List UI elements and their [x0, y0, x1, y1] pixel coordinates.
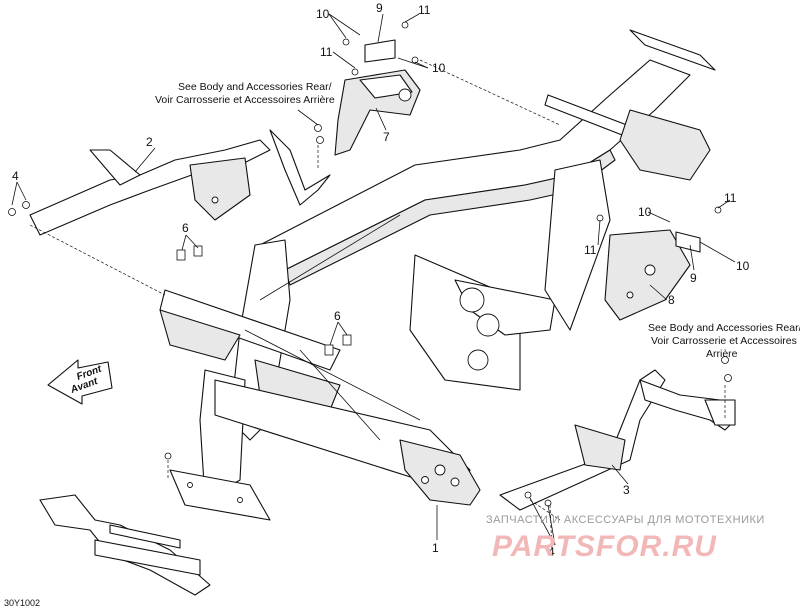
- front-bumper: [39, 494, 211, 596]
- callout-8: 8: [668, 293, 675, 307]
- callout-4-left: 4: [12, 169, 19, 183]
- part-2-bracket: [29, 129, 331, 236]
- callout-11-right-upper: 11: [724, 191, 737, 205]
- watermark-brand: PARTSFOR.RU: [492, 530, 717, 563]
- part-7-bracket: [334, 69, 421, 156]
- note-rear-top-line1: See Body and Accessories Rear/: [178, 81, 332, 93]
- part-6-clips: [176, 245, 352, 356]
- callout-10-right-lower: 10: [736, 259, 750, 273]
- watermark: ЗАПЧАСТИ И АКСЕССУАРЫ ДЛЯ МОТОТЕХНИКИ PA…: [486, 514, 765, 563]
- callout-7: 7: [383, 130, 390, 144]
- figure-reference: 30Y1002: [4, 598, 40, 608]
- watermark-tagline: ЗАПЧАСТИ И АКСЕССУАРЫ ДЛЯ МОТОТЕХНИКИ: [486, 514, 765, 526]
- part-8-bracket: [604, 229, 691, 321]
- callout-10-right-upper: 10: [638, 205, 652, 219]
- part-3-bracket: [499, 369, 736, 511]
- callout-11-top-left: 11: [320, 45, 333, 59]
- callout-10-top-left: 10: [316, 7, 330, 21]
- callout-9-right: 9: [690, 271, 697, 285]
- assembly-lines: [29, 59, 726, 551]
- note-rear-right-line1: See Body and Accessories Rear/: [648, 322, 800, 334]
- note-rear-right-line2: Voir Carrosserie et Accessoires: [651, 335, 797, 347]
- note-rear-top-line2: Voir Carrosserie et Accessoires Arrière: [155, 94, 335, 106]
- note-rear-right-line3: Arrière: [706, 348, 738, 360]
- front-direction-arrow: Front Avant: [47, 359, 113, 405]
- callout-10-top-right: 10: [432, 61, 446, 75]
- callout-11-right-lower: 11: [584, 243, 597, 257]
- main-frame: [159, 29, 716, 521]
- callout-numbers: 1 2 3 4 4 6 6 7 8 9 9 10 10 10 10 11 11 …: [12, 1, 750, 559]
- callout-11-top-right: 11: [418, 3, 431, 17]
- callout-6-left: 6: [182, 221, 189, 235]
- leader-lines: [11, 13, 736, 546]
- fasteners: [8, 21, 732, 507]
- callout-9-top: 9: [376, 1, 383, 15]
- callout-2: 2: [146, 135, 153, 149]
- callout-1: 1: [432, 541, 439, 555]
- reference-notes: See Body and Accessories Rear/ Voir Carr…: [155, 81, 800, 360]
- callout-4-bottom: 4: [548, 545, 555, 559]
- callout-6-center: 6: [334, 309, 341, 323]
- part-9-brackets: [364, 39, 701, 253]
- callout-3: 3: [623, 483, 630, 497]
